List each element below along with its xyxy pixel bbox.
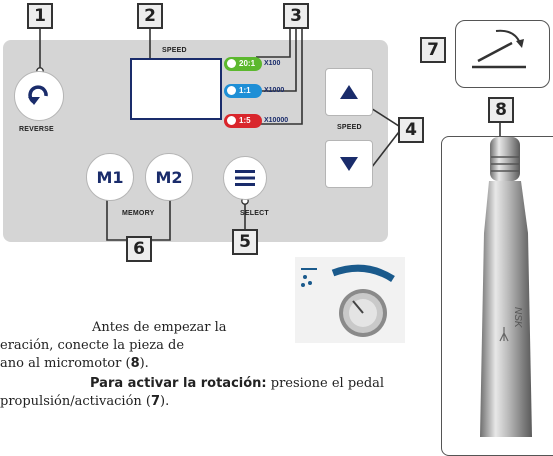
multiplier-label: X100 [264, 60, 281, 67]
speed-knob-image [301, 264, 395, 337]
callout-8: 8 [488, 97, 514, 123]
select-button[interactable] [223, 156, 267, 200]
speed-up-button[interactable] [325, 68, 373, 116]
reverse-button[interactable] [14, 71, 64, 121]
micromotor-image: NSK [480, 137, 532, 437]
multiplier-label: X1000 [264, 87, 285, 94]
m2-button[interactable]: M2 [145, 153, 193, 201]
callout-4: 4 [398, 117, 424, 143]
m2-label: M2 [155, 167, 183, 187]
instruction-line-4: Para activar la rotación: presione el pe… [90, 376, 385, 391]
select-label: SELECT [240, 210, 269, 217]
ratio-label: 20:1 [239, 59, 256, 68]
instruction-line-5: propulsión/activación (7). [0, 394, 170, 409]
callout-5: 5 [232, 229, 258, 255]
callout-3: 3 [283, 3, 309, 29]
multiplier-label: X10000 [264, 117, 289, 124]
reverse-icon [28, 85, 48, 105]
speed-title: SPEED [162, 47, 187, 54]
instruction-line-1: Antes de empezar la [92, 320, 227, 335]
callout-7: 7 [420, 37, 446, 63]
handpiece-brand: NSK [512, 307, 523, 329]
m1-label: M1 [96, 167, 124, 187]
foot-pedal-icon [472, 29, 526, 69]
foot-pedal-box [455, 20, 550, 88]
callout-6: 6 [126, 236, 152, 262]
reverse-label: REVERSE [19, 126, 54, 133]
display-screen [130, 58, 222, 120]
memory-label: MEMORY [122, 210, 155, 217]
ratio-indicator-1-5: 1:5 [224, 114, 262, 128]
speed-label: SPEED [337, 124, 362, 131]
arrow-down-icon [340, 157, 358, 171]
instruction-line-2: eración, conecte la pieza de [0, 338, 185, 353]
arrow-up-icon [340, 85, 358, 99]
ratio-indicator-20-1: 20:1 [224, 57, 262, 71]
m1-button[interactable]: M1 [86, 153, 134, 201]
callout-1: 1 [27, 3, 53, 29]
speed-knob-photo [295, 257, 405, 343]
speed-down-button[interactable] [325, 140, 373, 188]
instruction-line-3: ano al micromotor (8). [0, 356, 149, 371]
ratio-label: 1:5 [239, 116, 251, 125]
micromotor-box: NSK [441, 136, 553, 456]
ratio-label: 1:1 [239, 86, 251, 95]
menu-icon [235, 170, 255, 186]
callout-2: 2 [137, 3, 163, 29]
ratio-indicator-1-1: 1:1 [224, 84, 262, 98]
